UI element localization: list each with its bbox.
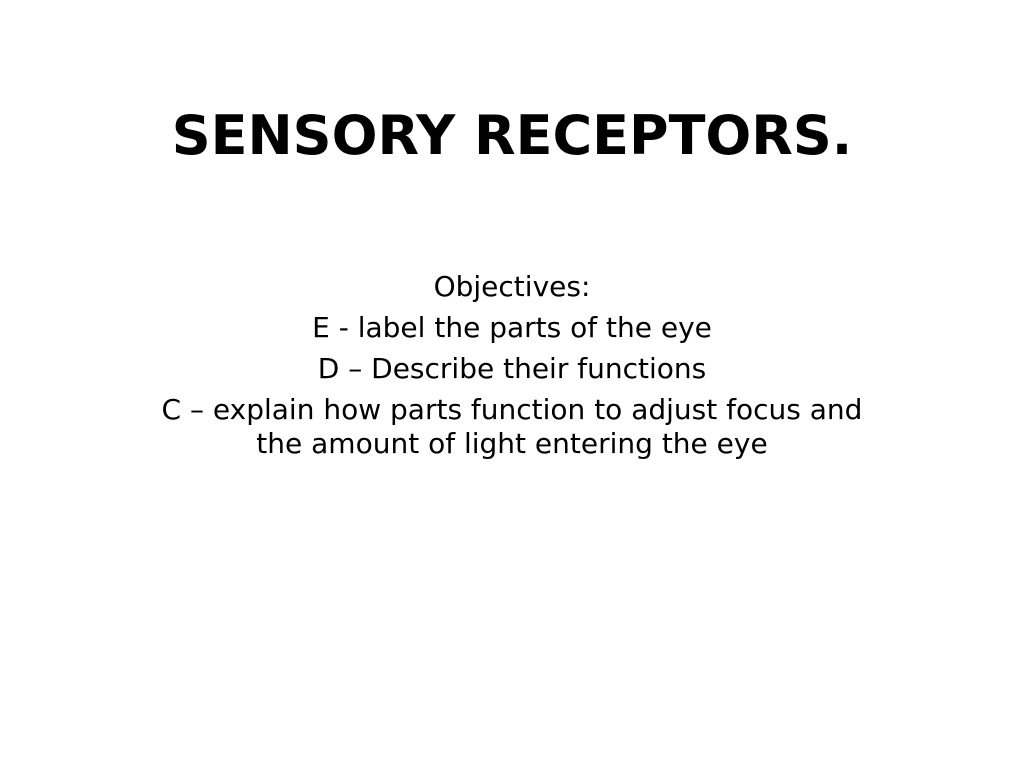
objective-d: D – Describe their functions — [317, 352, 707, 385]
objective-e: E - label the parts of the eye — [312, 311, 712, 344]
slide-title: SENSORY RECEPTORS. — [171, 104, 853, 167]
objectives-list: Objectives: E - label the parts of the e… — [160, 270, 864, 468]
objective-c: C – explain how parts function to adjust… — [161, 393, 863, 460]
objectives-heading: Objectives: — [433, 270, 591, 303]
